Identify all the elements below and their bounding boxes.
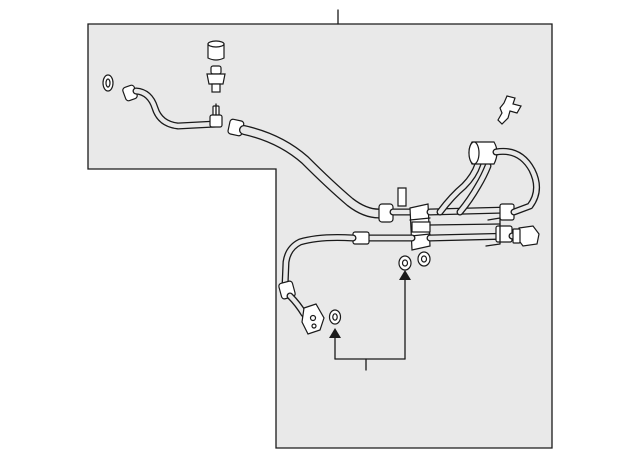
- bracket-tab-part: [397, 187, 407, 207]
- callout-lines: [329, 270, 411, 371]
- bracket-clip-part: [497, 95, 522, 125]
- discharge-hose-assembly: [278, 231, 416, 335]
- o-ring-pair-right: [398, 251, 431, 271]
- suction-hose-assembly: [122, 84, 424, 223]
- o-ring-lower: [328, 309, 342, 325]
- triangle-up-arrow-icon: [329, 328, 341, 338]
- muffler-fitting-part: [436, 141, 540, 216]
- cap-part: [207, 40, 225, 61]
- right-end-fitting: [508, 225, 540, 247]
- triangle-up-arrow-icon: [399, 270, 411, 280]
- o-ring-upper-left: [102, 74, 114, 92]
